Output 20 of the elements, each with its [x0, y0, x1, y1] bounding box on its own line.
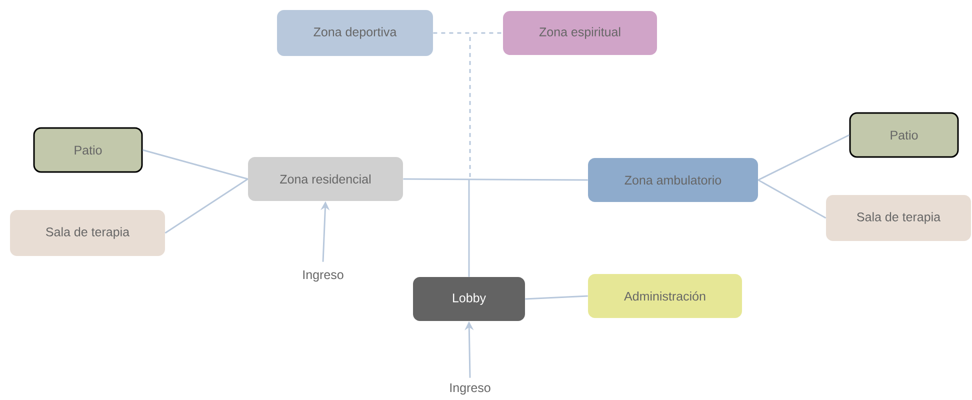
zone-box: Zona ambulatorio — [588, 158, 758, 202]
zone-box: Zona espiritual — [503, 11, 657, 55]
connector — [468, 180, 470, 277]
zone-box: Zona residencial — [248, 157, 403, 201]
room-box: Patio — [33, 127, 143, 173]
connector — [142, 149, 248, 180]
office-box: Administración — [588, 274, 742, 318]
lobby-box: Lobby — [413, 277, 525, 321]
room-box: Sala de terapia — [826, 195, 971, 241]
connector — [758, 179, 826, 219]
entrance-label: Ingreso — [450, 383, 490, 395]
zone-box: Zona deportiva — [277, 10, 433, 56]
room-box: Sala de terapia — [10, 210, 165, 256]
entrance-label: Ingreso — [303, 270, 344, 282]
connector — [433, 32, 503, 180]
connector — [758, 134, 850, 181]
connector — [525, 295, 588, 300]
connector — [403, 178, 588, 181]
connector — [164, 178, 248, 234]
room-box: Patio — [849, 112, 959, 158]
